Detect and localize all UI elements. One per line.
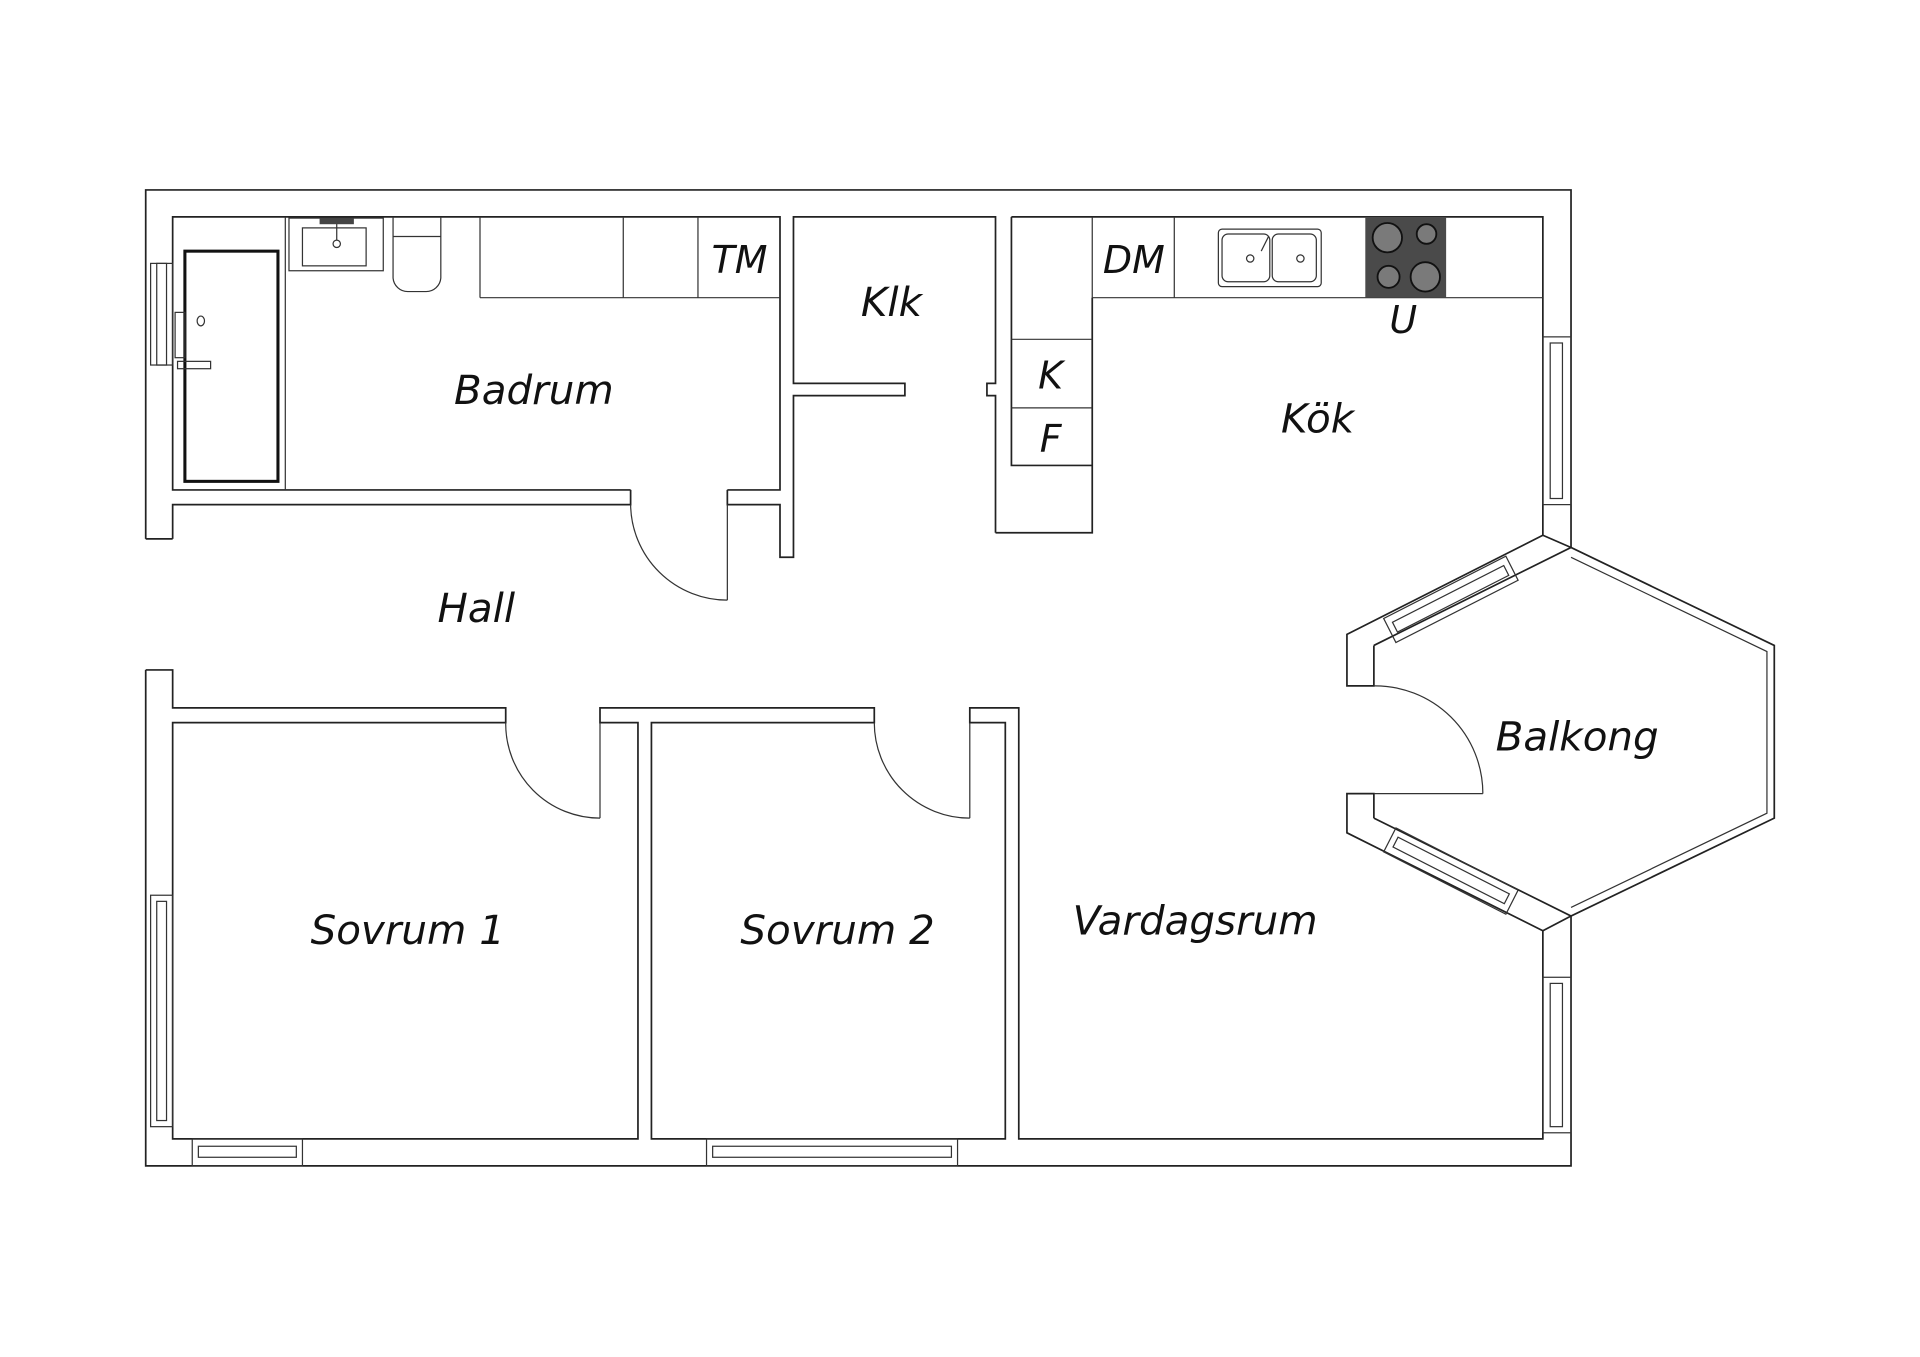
sink-icon xyxy=(1217,228,1322,288)
room-label-vardagsrum: Vardagsrum xyxy=(1073,896,1318,944)
toilet-icon xyxy=(392,216,442,293)
room-label-sovrum2: Sovrum 2 xyxy=(740,906,934,954)
balcony-door xyxy=(1373,685,1484,795)
fixture-label-f: F xyxy=(1040,417,1063,461)
badrum-door xyxy=(630,504,728,601)
room-label-kok: Kök xyxy=(1281,394,1356,442)
stove-icon xyxy=(1365,216,1447,298)
washbasin-icon xyxy=(288,217,384,272)
room-label-sovrum1: Sovrum 1 xyxy=(311,906,505,954)
room-label-badrum: Badrum xyxy=(454,366,614,414)
fixture-label-tm: TM xyxy=(712,238,768,282)
labels: Badrum Klk Kök Hall Balkong Sovrum 1 Sov… xyxy=(311,238,1659,954)
fixture-label-dm: DM xyxy=(1103,238,1165,282)
room-label-klk: Klk xyxy=(861,278,924,326)
windows xyxy=(150,262,1572,1167)
fixtures xyxy=(174,216,1447,483)
fixture-label-u: U xyxy=(1389,298,1417,342)
room-label-hall: Hall xyxy=(438,584,516,632)
bathtub-icon xyxy=(174,249,280,483)
room-label-balkong: Balkong xyxy=(1496,713,1659,761)
walls xyxy=(144,189,1776,1167)
sovrum2-door xyxy=(873,722,971,819)
fixture-label-k: K xyxy=(1038,353,1066,397)
doors xyxy=(505,504,1484,819)
sovrum1-door xyxy=(505,722,601,819)
